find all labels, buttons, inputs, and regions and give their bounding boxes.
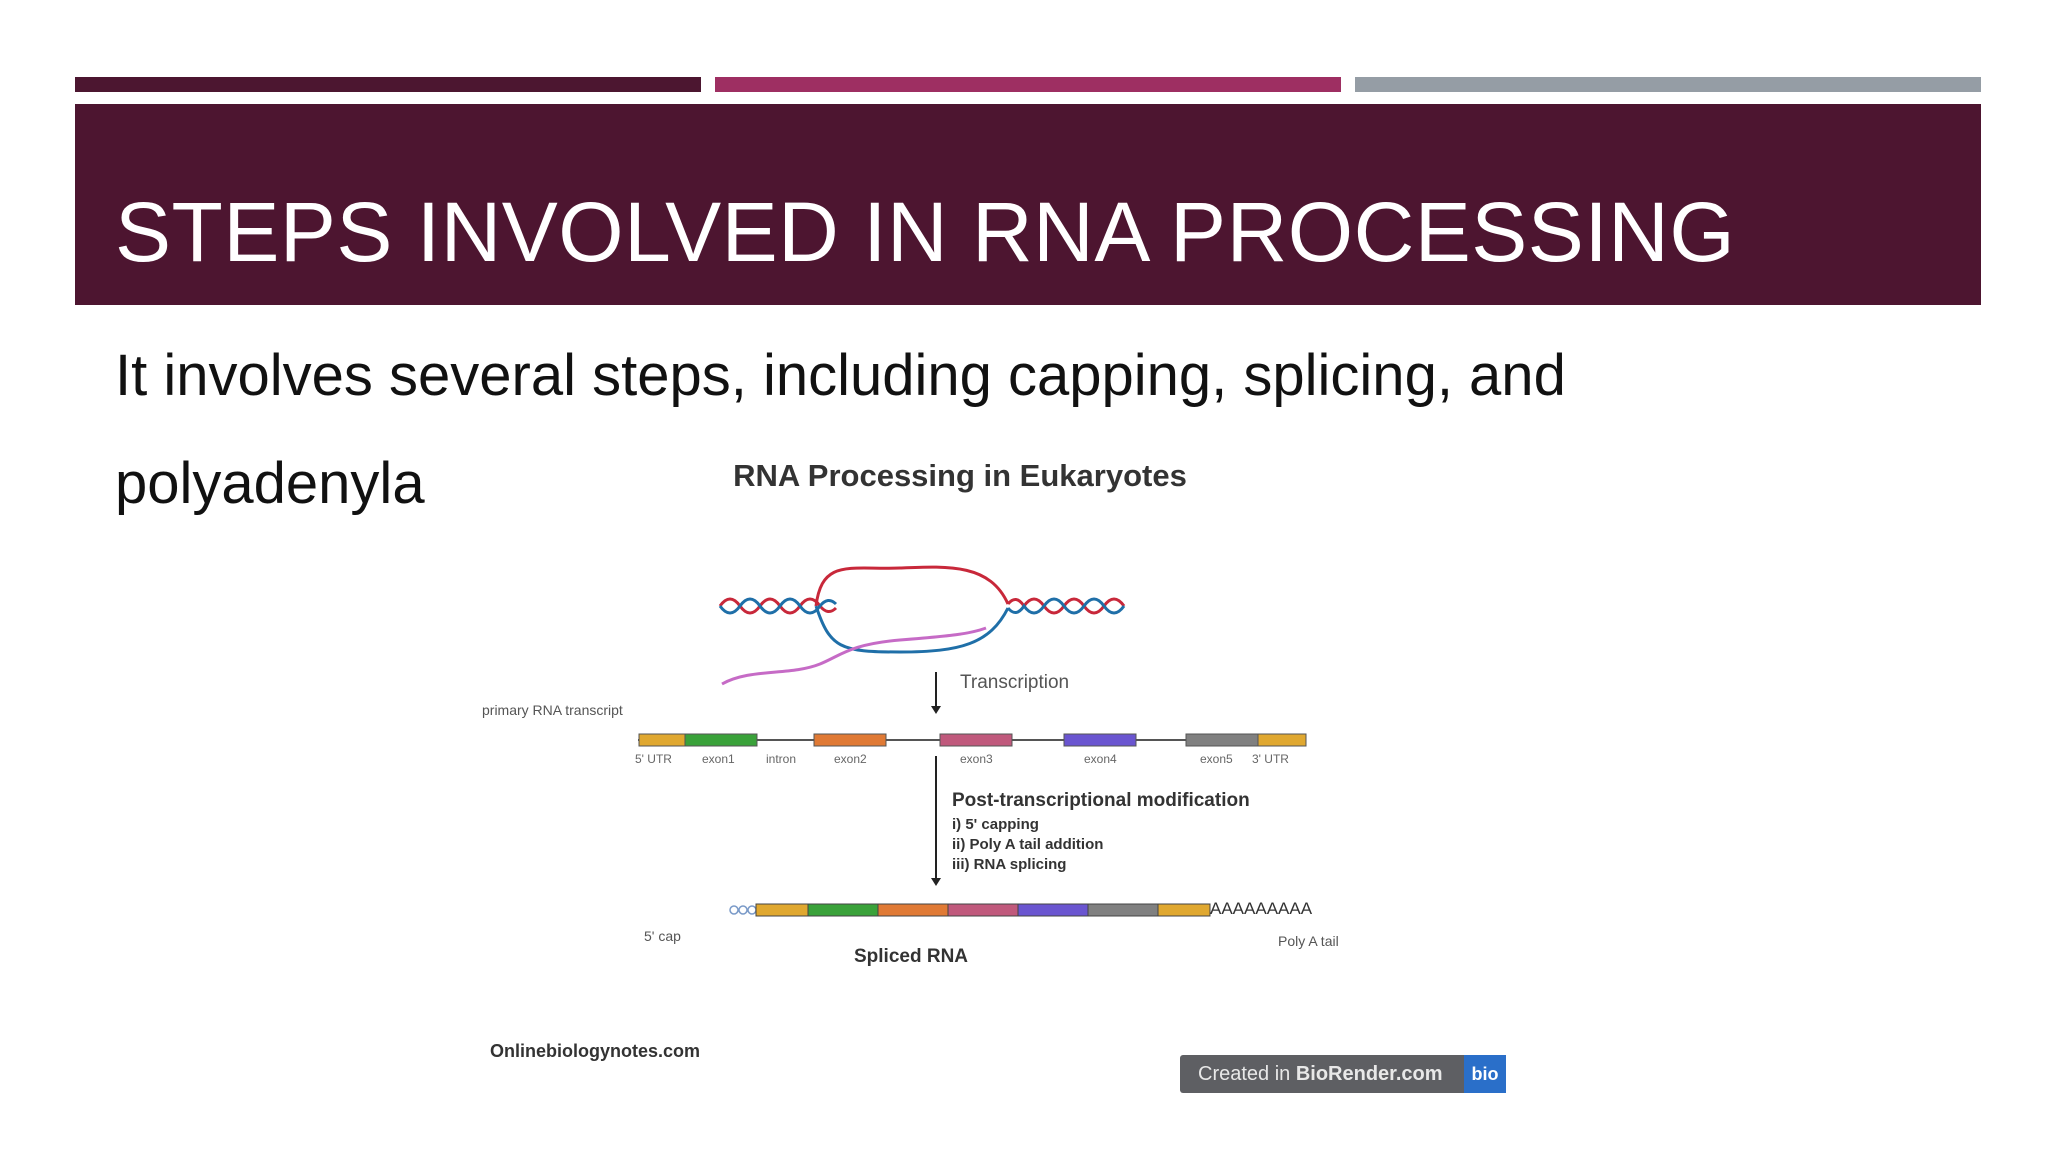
cap-circle-2: [738, 905, 748, 915]
template-strand-top: [814, 565, 1010, 607]
rna-processing-figure: RNA Processing in Eukaryotes: [430, 438, 1610, 1118]
slide-title: STEPS INVOLVED IN RNA PROCESSING: [115, 185, 1736, 279]
spliced-exon5: [1087, 903, 1159, 917]
segment-5utr: [638, 733, 686, 747]
template-strand-bottom: [814, 605, 1010, 654]
segment-exon3: [939, 733, 1013, 747]
source-credit: Onlinebiologynotes.com: [490, 1041, 701, 1061]
biorender-badge-text: Created in BioRender.com: [1198, 1063, 1443, 1086]
arrow-modification-head: [931, 878, 941, 886]
spliced-exon1: [807, 903, 879, 917]
segment-label-3utr: 3' UTR: [1252, 752, 1289, 766]
segment-exon4: [1063, 733, 1137, 747]
figure-title: RNA Processing in Eukaryotes: [733, 458, 1187, 493]
poly-a-sequence: AAAAAAAAA: [1210, 899, 1313, 918]
spliced-exon2: [877, 903, 949, 917]
segment-exon1: [684, 733, 758, 747]
accent-bar-dark: [75, 77, 701, 92]
segment-label-exon2: exon2: [834, 752, 867, 766]
modification-item-3: iii) RNA splicing: [952, 856, 1067, 873]
segment-label-5utr: 5' UTR: [635, 752, 672, 766]
segment-label-exon5: exon5: [1200, 752, 1233, 766]
biorender-badge: Created in BioRender.com: [1180, 1055, 1504, 1093]
accent-bar-magenta: [715, 77, 1341, 92]
biorender-logo-icon: bio: [1464, 1055, 1506, 1093]
cap-label: 5' cap: [644, 928, 681, 944]
accent-bar-gray: [1355, 77, 1981, 92]
arrow-transcription-head: [931, 706, 941, 714]
segment-label-exon1: exon1: [702, 752, 735, 766]
dna-helix-right-blue: [1006, 597, 1126, 615]
segment-label-exon4: exon4: [1084, 752, 1117, 766]
biorender-brand: BioRender.com: [1295, 1063, 1443, 1085]
spliced-3utr: [1157, 903, 1211, 917]
segment-label-exon3: exon3: [960, 752, 993, 766]
cap-circle-1: [729, 905, 739, 915]
biorender-prefix: Created in: [1198, 1063, 1296, 1085]
rna-processing-diagram: [638, 565, 1307, 917]
poly-a-tail-label: Poly A tail: [1278, 933, 1339, 949]
slide-body-text: It involves several steps, including cap…: [115, 343, 1566, 516]
spliced-exon3: [947, 903, 1019, 917]
spliced-exon4: [1017, 903, 1089, 917]
segment-exon2: [813, 733, 887, 747]
nascent-rna: [721, 626, 987, 686]
transcription-label: Transcription: [960, 672, 1070, 693]
segment-exon5: [1185, 733, 1259, 747]
segment-3utr: [1257, 733, 1307, 747]
spliced-5utr: [755, 903, 809, 917]
spliced-rna-label: Spliced RNA: [854, 946, 969, 967]
dna-helix-left-blue: [718, 597, 838, 615]
modification-item-1: i) 5' capping: [952, 816, 1039, 833]
modification-title: Post-transcriptional modification: [952, 790, 1250, 811]
segment-label-intron: intron: [766, 752, 797, 766]
title-band: [75, 104, 1981, 305]
primary-transcript-label: primary RNA transcript: [482, 702, 623, 718]
cap-circle-3: [747, 905, 757, 915]
modification-item-2: ii) Poly A tail addition: [952, 836, 1104, 853]
